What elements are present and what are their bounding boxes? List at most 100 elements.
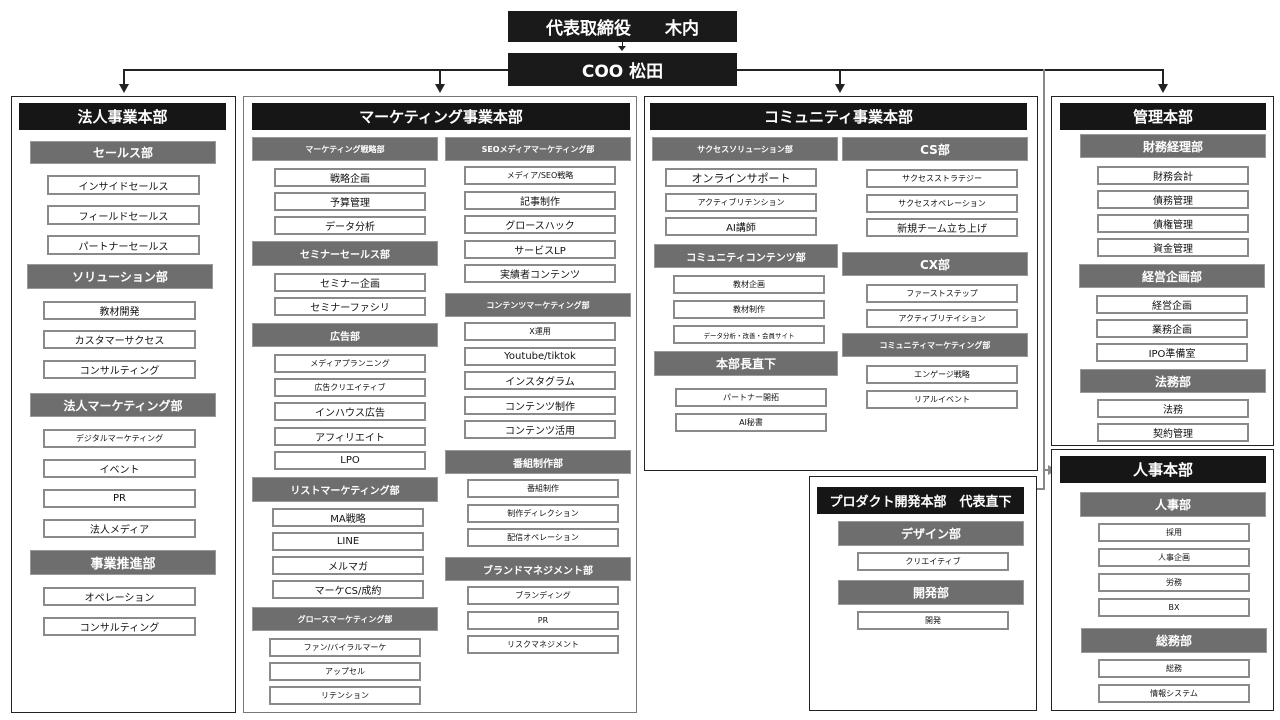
unit: アクティブリテンション [665,193,817,212]
dept-growth-marketing: グロースマーケティング部 [252,607,438,631]
unit: マーケCS/成約 [272,580,424,599]
unit: メルマガ [272,556,424,575]
dept-development: 開発部 [838,580,1024,605]
unit: ファーストステップ [866,284,1018,303]
unit: 経営企画 [1096,295,1248,314]
unit: 採用 [1098,523,1250,542]
unit: オンラインサポート [665,168,817,187]
dept-solution: ソリューション部 [27,264,213,289]
unit: パートナーセールス [47,235,200,255]
unit: ファン/バイラルマーケ [269,638,421,657]
arrow-down-icon [119,84,129,93]
arrow-down-icon [618,46,626,51]
unit: 配信オペレーション [467,528,619,547]
unit: アクティブリテイション [866,309,1018,328]
dept-advertising: 広告部 [252,323,438,347]
ceo-coo-connector [622,42,623,48]
dept-general-affairs: 総務部 [1081,628,1267,653]
dept-personnel: 人事部 [1080,492,1266,517]
connector-corporate [123,69,125,86]
unit: 実績者コンテンツ [464,264,616,283]
unit: 教材制作 [673,300,825,319]
connector-hr-product-vertical [1043,69,1045,489]
unit: 財務会計 [1097,166,1249,185]
unit: インハウス広告 [274,402,426,421]
unit: サービスLP [464,240,616,259]
connector-marketing [439,69,441,86]
dept-legal: 法務部 [1080,369,1266,393]
arrow-down-icon [435,84,445,93]
unit: 法務 [1097,399,1249,418]
unit: 予算管理 [274,192,426,211]
hq-hr-title: 人事本部 [1060,456,1266,483]
hq-community-title: コミュニティ事業本部 [650,103,1027,130]
hq-management-title: 管理本部 [1060,103,1266,130]
unit: クリエイティブ [857,552,1009,571]
unit: デジタルマーケティング [43,429,196,448]
hq-marketing-title: マーケティング事業本部 [252,103,630,130]
dept-cx: CX部 [842,252,1028,276]
unit: アップセル [269,662,421,681]
connector-community [839,69,841,86]
dept-direct-report: 本部長直下 [654,351,838,376]
unit: LPO [274,451,426,470]
unit: ブランディング [467,586,619,605]
unit: 労務 [1098,573,1250,592]
dept-content-marketing: コンテンツマーケティング部 [445,293,631,317]
dept-community-content: コミュニティコンテンツ部 [654,244,838,268]
unit: サクセスオペレーション [866,194,1018,213]
unit: 記事制作 [464,191,616,210]
unit: IPO準備室 [1096,343,1248,362]
dept-business-promotion: 事業推進部 [30,550,216,575]
unit: コンテンツ活用 [464,420,616,439]
dept-finance: 財務経理部 [1080,134,1266,158]
unit: 教材開発 [43,301,196,320]
dept-community-marketing: コミュニティマーケティング部 [842,333,1028,357]
unit: 番組制作 [467,479,619,498]
unit: PR [43,489,196,508]
hq-product-title: プロダクト開発本部 代表直下 [817,487,1024,514]
unit: パートナー開拓 [675,388,827,407]
unit: リアルイベント [866,390,1018,409]
arrow-down-icon [1158,84,1168,93]
unit: イベント [43,459,196,478]
unit: オペレーション [43,587,196,606]
dept-seminar-sales: セミナーセールス部 [252,241,438,266]
unit: 教材企画 [673,275,825,294]
arrow-down-icon [835,84,845,93]
unit: MA戦略 [272,508,424,527]
connector-hr [1043,469,1051,471]
unit: コンサルティング [43,360,196,379]
unit: 開発 [857,611,1009,630]
unit: Youtube/tiktok [464,347,616,366]
dept-brand-management: ブランドマネジメント部 [445,557,631,581]
hq-corporate-title: 法人事業本部 [19,103,226,130]
dept-marketing-strategy: マーケティング戦略部 [252,137,438,161]
unit: LINE [272,532,424,551]
unit: メディアプランニング [274,354,426,373]
coo-box: COO 松田 [508,53,737,86]
unit: BX [1098,598,1250,617]
unit: 制作ディレクション [467,504,619,523]
unit: 人事企画 [1098,548,1250,567]
unit: データ分析・改善・会員サイト [673,325,825,344]
unit: 法人メディア [43,519,196,538]
unit: データ分析 [274,216,426,235]
unit: 契約管理 [1097,423,1249,442]
unit: メディア/SEO戦略 [464,166,616,185]
dept-corporate-planning: 経営企画部 [1079,264,1265,288]
unit: リスクマネジメント [467,635,619,654]
dept-success-solution: サクセスソリューション部 [652,137,838,161]
unit: インサイドセールス [47,175,200,195]
unit: 新規チーム立ち上げ [866,218,1018,237]
unit: 債務管理 [1097,190,1249,209]
ceo-box: 代表取締役 木内 [508,11,737,42]
dept-corporate-marketing: 法人マーケティング部 [30,393,216,417]
unit: AI講師 [665,217,817,236]
coo-horizontal-connector-left [123,69,508,71]
dept-program-production: 番組制作部 [445,450,631,474]
unit: コンテンツ制作 [464,396,616,415]
dept-sales: セールス部 [30,141,216,164]
unit: コンサルティング [43,617,196,636]
unit: 情報システム [1098,684,1250,703]
